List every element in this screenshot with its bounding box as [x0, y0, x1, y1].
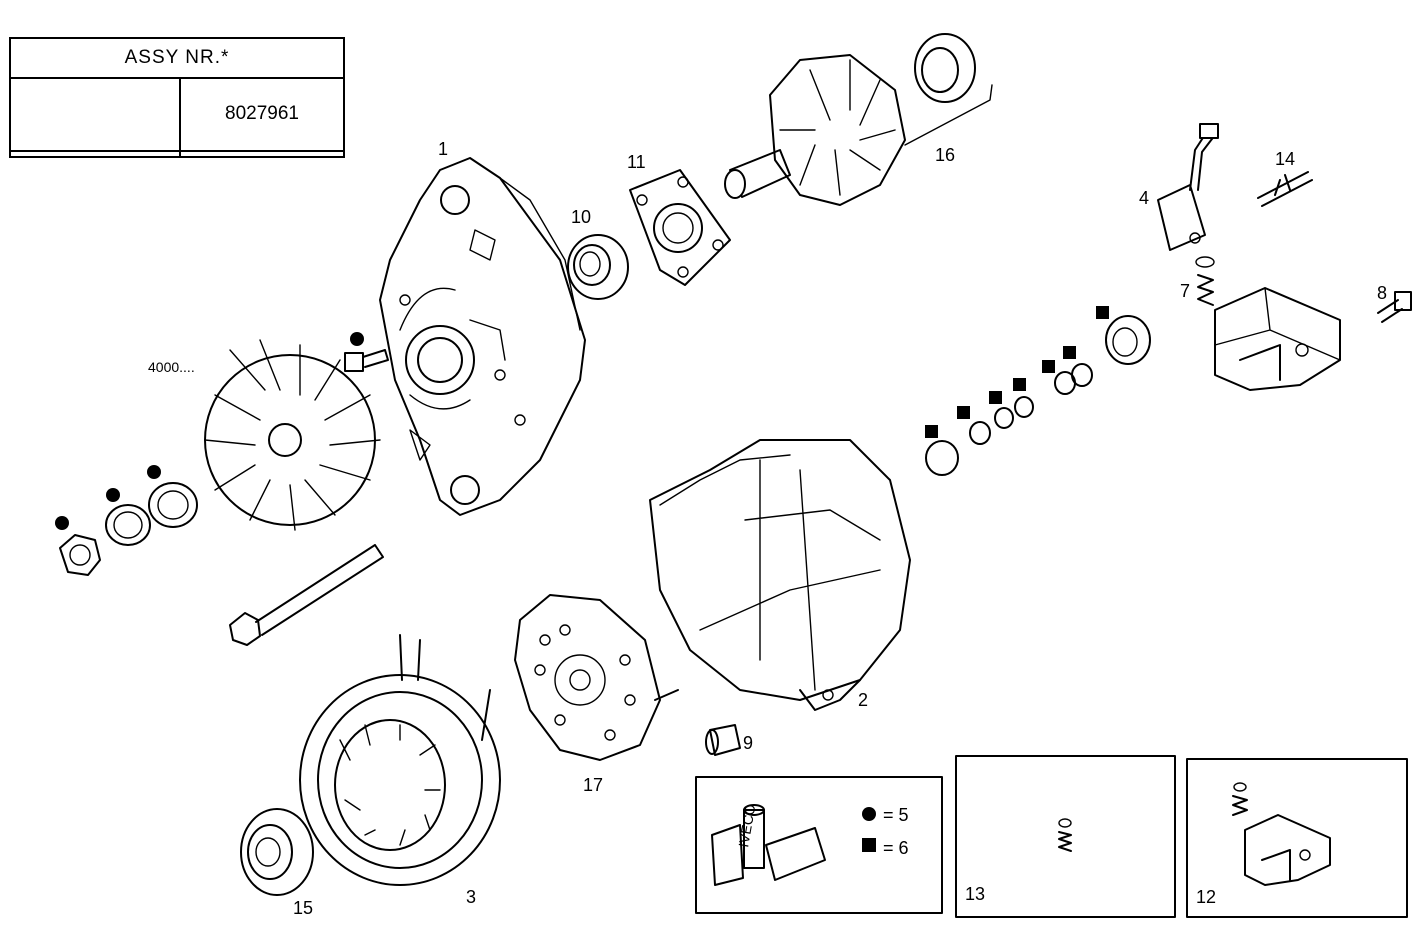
- bolt-part-14: [1257, 171, 1313, 207]
- spring-part-7: [1195, 256, 1215, 306]
- legend-circle-text: = 5: [883, 805, 909, 825]
- housing-screw: [344, 332, 389, 372]
- kit-brand-text: IVECO: [735, 803, 758, 849]
- assy-cell-r2c2: [179, 149, 345, 159]
- callout-15: 15: [293, 898, 313, 918]
- assy-cell-r1c1: [9, 77, 181, 152]
- bearing-plate-part-11: [629, 169, 731, 286]
- rectifier-part-17: [514, 594, 679, 761]
- fan-part: [204, 339, 381, 531]
- callout-3: 3: [466, 887, 476, 907]
- callout-11: 11: [627, 152, 646, 172]
- callout-4: 4: [1139, 188, 1149, 208]
- kit-legend-box: IVECO = 5 = 6: [695, 776, 943, 914]
- callout-1: 1: [438, 139, 448, 159]
- callout-7: 7: [1180, 281, 1190, 301]
- callout-12: 12: [1196, 887, 1216, 907]
- stator-part-3: [299, 634, 501, 886]
- bushing-part-9: [705, 724, 741, 756]
- callout-10: 10: [571, 207, 591, 227]
- callout-9: 9: [743, 733, 753, 753]
- assy-number: 8027961: [179, 77, 345, 152]
- rotor-part-16: [724, 33, 993, 206]
- spacer-stack: [925, 306, 1151, 476]
- bearing-part-15: [240, 808, 314, 896]
- rear-housing-part-2: [649, 439, 911, 711]
- box-12: [1186, 758, 1408, 918]
- assy-cell-r2c1: [9, 149, 181, 159]
- callout-2: 2: [858, 690, 868, 710]
- callout-4000: 4000....: [148, 359, 195, 375]
- assembly-number-table: ASSY NR.* 8027961: [9, 37, 345, 159]
- screw-part-8: [1377, 291, 1412, 323]
- legend-square-text: = 6: [883, 838, 909, 858]
- callout-13: 13: [965, 884, 985, 904]
- nut-washer-stack: [55, 465, 198, 576]
- front-housing-part: [379, 157, 586, 516]
- regulator-part: [1214, 287, 1341, 391]
- assy-header: ASSY NR.*: [9, 37, 345, 79]
- callout-16: 16: [935, 145, 955, 165]
- brush-part-4: [1157, 123, 1219, 251]
- callout-14: 14: [1275, 149, 1295, 169]
- through-bolt: [229, 544, 384, 646]
- callout-17: 17: [583, 775, 603, 795]
- box-13: [955, 755, 1176, 918]
- bearing-part-10: [567, 234, 629, 300]
- callout-8: 8: [1377, 283, 1387, 303]
